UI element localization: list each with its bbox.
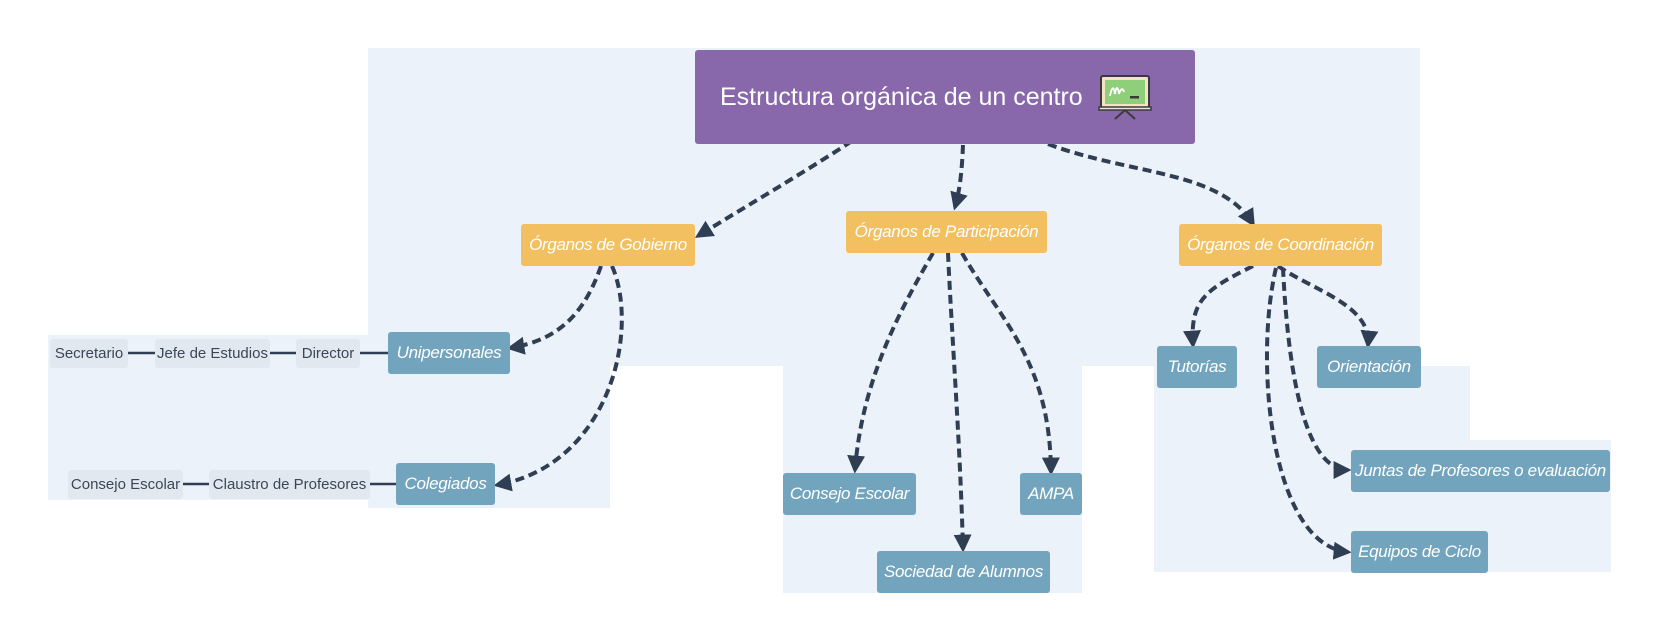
topic-consejo-escolar[interactable]: Consejo Escolar: [783, 473, 916, 515]
root-topic[interactable]: Estructura orgánica de un centro: [695, 50, 1195, 144]
topic-claustro-de-profesores[interactable]: Claustro de Profesores: [209, 470, 370, 499]
topic-organos-coordinacion[interactable]: Órganos de Coordinación: [1179, 224, 1382, 266]
topic-organos-gobierno[interactable]: Órganos de Gobierno: [521, 224, 695, 266]
topic-sociedad-de-alumnos[interactable]: Sociedad de Alumnos: [877, 551, 1050, 593]
root-title: Estructura orgánica de un centro: [720, 82, 1083, 111]
topic-ampa[interactable]: AMPA: [1020, 473, 1082, 515]
topic-secretario[interactable]: Secretario: [50, 339, 128, 368]
topic-organos-participacion[interactable]: Órganos de Participación: [846, 211, 1047, 253]
topic-jefe-de-estudios[interactable]: Jefe de Estudios: [155, 339, 270, 368]
topic-consejo-escolar-gobierno[interactable]: Consejo Escolar: [68, 470, 183, 499]
topic-orientacion[interactable]: Orientación: [1317, 346, 1421, 388]
topic-tutorias[interactable]: Tutorías: [1157, 346, 1237, 388]
topic-director[interactable]: Director: [296, 339, 360, 368]
topic-colegiados[interactable]: Colegiados: [396, 463, 495, 505]
topic-juntas-de-profesores[interactable]: Juntas de Profesores o evaluación: [1351, 450, 1610, 492]
topic-unipersonales[interactable]: Unipersonales: [388, 332, 510, 374]
chalkboard-icon: [1097, 74, 1153, 120]
topic-equipos-de-ciclo[interactable]: Equipos de Ciclo: [1351, 531, 1488, 573]
